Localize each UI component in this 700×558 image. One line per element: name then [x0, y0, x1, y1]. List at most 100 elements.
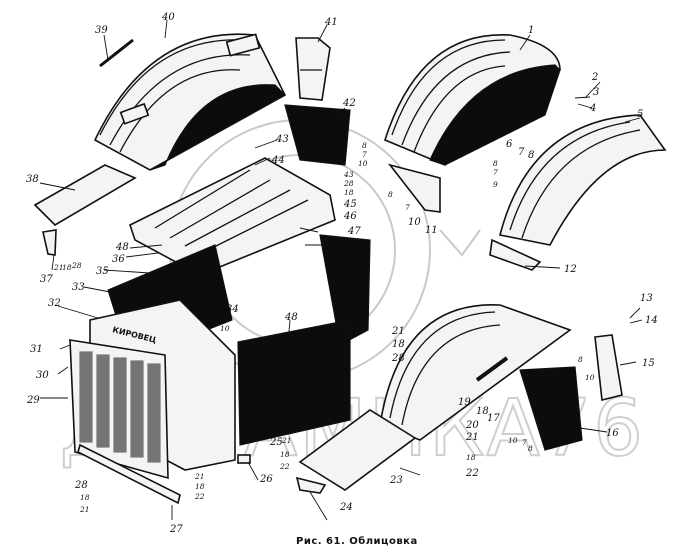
part-5-fender-extension [499, 114, 667, 246]
callout-21d: 21 [194, 472, 205, 481]
part-40-left-rear-fender [93, 33, 287, 171]
callout-22b: 22 [279, 462, 290, 471]
callout-labels: 1 2 3 4 5 6 7 8 8 7 10 8 7 9 8 7 10 11 1… [26, 12, 658, 535]
callout-8b: 8 [362, 141, 367, 150]
figure-caption: Рис. 61. Облицовка [296, 536, 418, 547]
callout-18h: 18 [344, 188, 354, 197]
callout-44: 44 [271, 155, 285, 166]
callout-12: 12 [564, 264, 577, 275]
callout-7c: 7 [493, 168, 498, 177]
callout-42: 42 [342, 98, 356, 109]
callout-9: 9 [493, 180, 498, 189]
part-20-front-fender [379, 304, 572, 441]
callout-41: 41 [324, 17, 338, 28]
callout-36: 36 [112, 254, 125, 265]
callout-18d: 18 [280, 450, 290, 459]
callout-8a: 8 [528, 150, 534, 161]
callout-15: 15 [642, 358, 655, 369]
callout-6: 6 [506, 139, 513, 150]
callout-43b: 43 [343, 170, 354, 179]
callout-24: 24 [339, 502, 353, 513]
callout-21f: 21 [53, 263, 64, 272]
callout-21a: 21 [465, 432, 479, 443]
callout-3: 3 [593, 87, 599, 98]
part-39-rod [99, 38, 134, 68]
callout-10c: 10 [585, 373, 595, 382]
part-42-box [284, 104, 351, 166]
callout-34: 34 [226, 304, 239, 315]
callout-7a: 7 [518, 147, 525, 158]
callout-10e: 10 [220, 324, 230, 333]
callout-47: 47 [347, 226, 361, 237]
callout-30: 30 [36, 370, 49, 381]
callout-28c: 28 [71, 261, 82, 270]
callout-5: 5 [637, 109, 643, 120]
part-38-step [33, 164, 137, 227]
callout-35: 35 [96, 266, 109, 277]
callout-18g: 18 [62, 263, 72, 272]
callout-40: 40 [161, 12, 175, 23]
callout-26: 26 [259, 474, 273, 485]
callout-28b: 28 [74, 480, 88, 491]
callout-33: 33 [72, 282, 85, 293]
callout-38: 38 [26, 174, 39, 185]
part-29-grille [69, 339, 169, 480]
callout-7b: 7 [362, 150, 367, 159]
callout-4: 4 [589, 103, 596, 114]
callout-18e: 18 [195, 482, 205, 491]
callout-19: 19 [458, 397, 471, 408]
leader-lines [39, 19, 643, 521]
callout-22a: 22 [465, 468, 479, 479]
callout-45: 45 [343, 199, 357, 210]
callout-18f: 18 [80, 493, 90, 502]
callout-8d: 8 [388, 190, 393, 199]
part-15-bracket [594, 334, 623, 401]
part-23-step [298, 409, 417, 491]
part-48-side-screen [237, 319, 351, 446]
part-41-bracket [295, 37, 331, 101]
part-12-bracket [489, 238, 542, 271]
callout-31: 31 [30, 344, 43, 355]
callout-18a: 18 [476, 406, 489, 417]
callout-8e: 8 [578, 355, 583, 364]
callout-28a: 28 [391, 353, 405, 364]
callout-48b: 48 [284, 312, 298, 323]
callout-17: 17 [487, 413, 500, 424]
callout-1: 1 [528, 25, 534, 36]
callout-27: 27 [169, 524, 183, 535]
callout-10d: 10 [508, 436, 518, 445]
callout-21e: 21 [79, 505, 90, 514]
part-26-plate [237, 454, 251, 464]
part-47-side-panel [319, 234, 371, 346]
callout-10b: 10 [408, 217, 421, 228]
part-46-hood [129, 157, 336, 276]
callout-7d: 7 [405, 203, 410, 212]
callout-14: 14 [645, 315, 658, 326]
callout-8f: 8 [528, 444, 533, 453]
callout-16: 16 [606, 428, 619, 439]
callout-8c: 8 [493, 159, 498, 168]
callout-21c: 21 [281, 436, 292, 445]
callout-48a: 48 [115, 242, 129, 253]
callout-20: 20 [465, 420, 479, 431]
callout-23: 23 [389, 475, 403, 486]
callout-37: 37 [40, 274, 53, 285]
callout-39: 39 [95, 25, 108, 36]
callout-43a: 43 [275, 134, 289, 145]
callout-11: 11 [425, 225, 438, 236]
callout-18b: 18 [466, 453, 476, 462]
part-1-right-rear-fender [384, 34, 561, 166]
callout-10a: 10 [358, 159, 368, 168]
callout-29: 29 [26, 395, 40, 406]
callout-13: 13 [640, 293, 653, 304]
part-19-strip [475, 356, 509, 382]
callout-22c: 22 [194, 492, 205, 501]
callout-32: 32 [48, 298, 61, 309]
part-24-bracket [295, 476, 327, 494]
part-16-box [519, 366, 583, 451]
callout-46: 46 [343, 211, 357, 222]
callout-2: 2 [591, 72, 598, 83]
callout-7e: 7 [522, 438, 527, 447]
callout-18c: 18 [392, 339, 405, 350]
